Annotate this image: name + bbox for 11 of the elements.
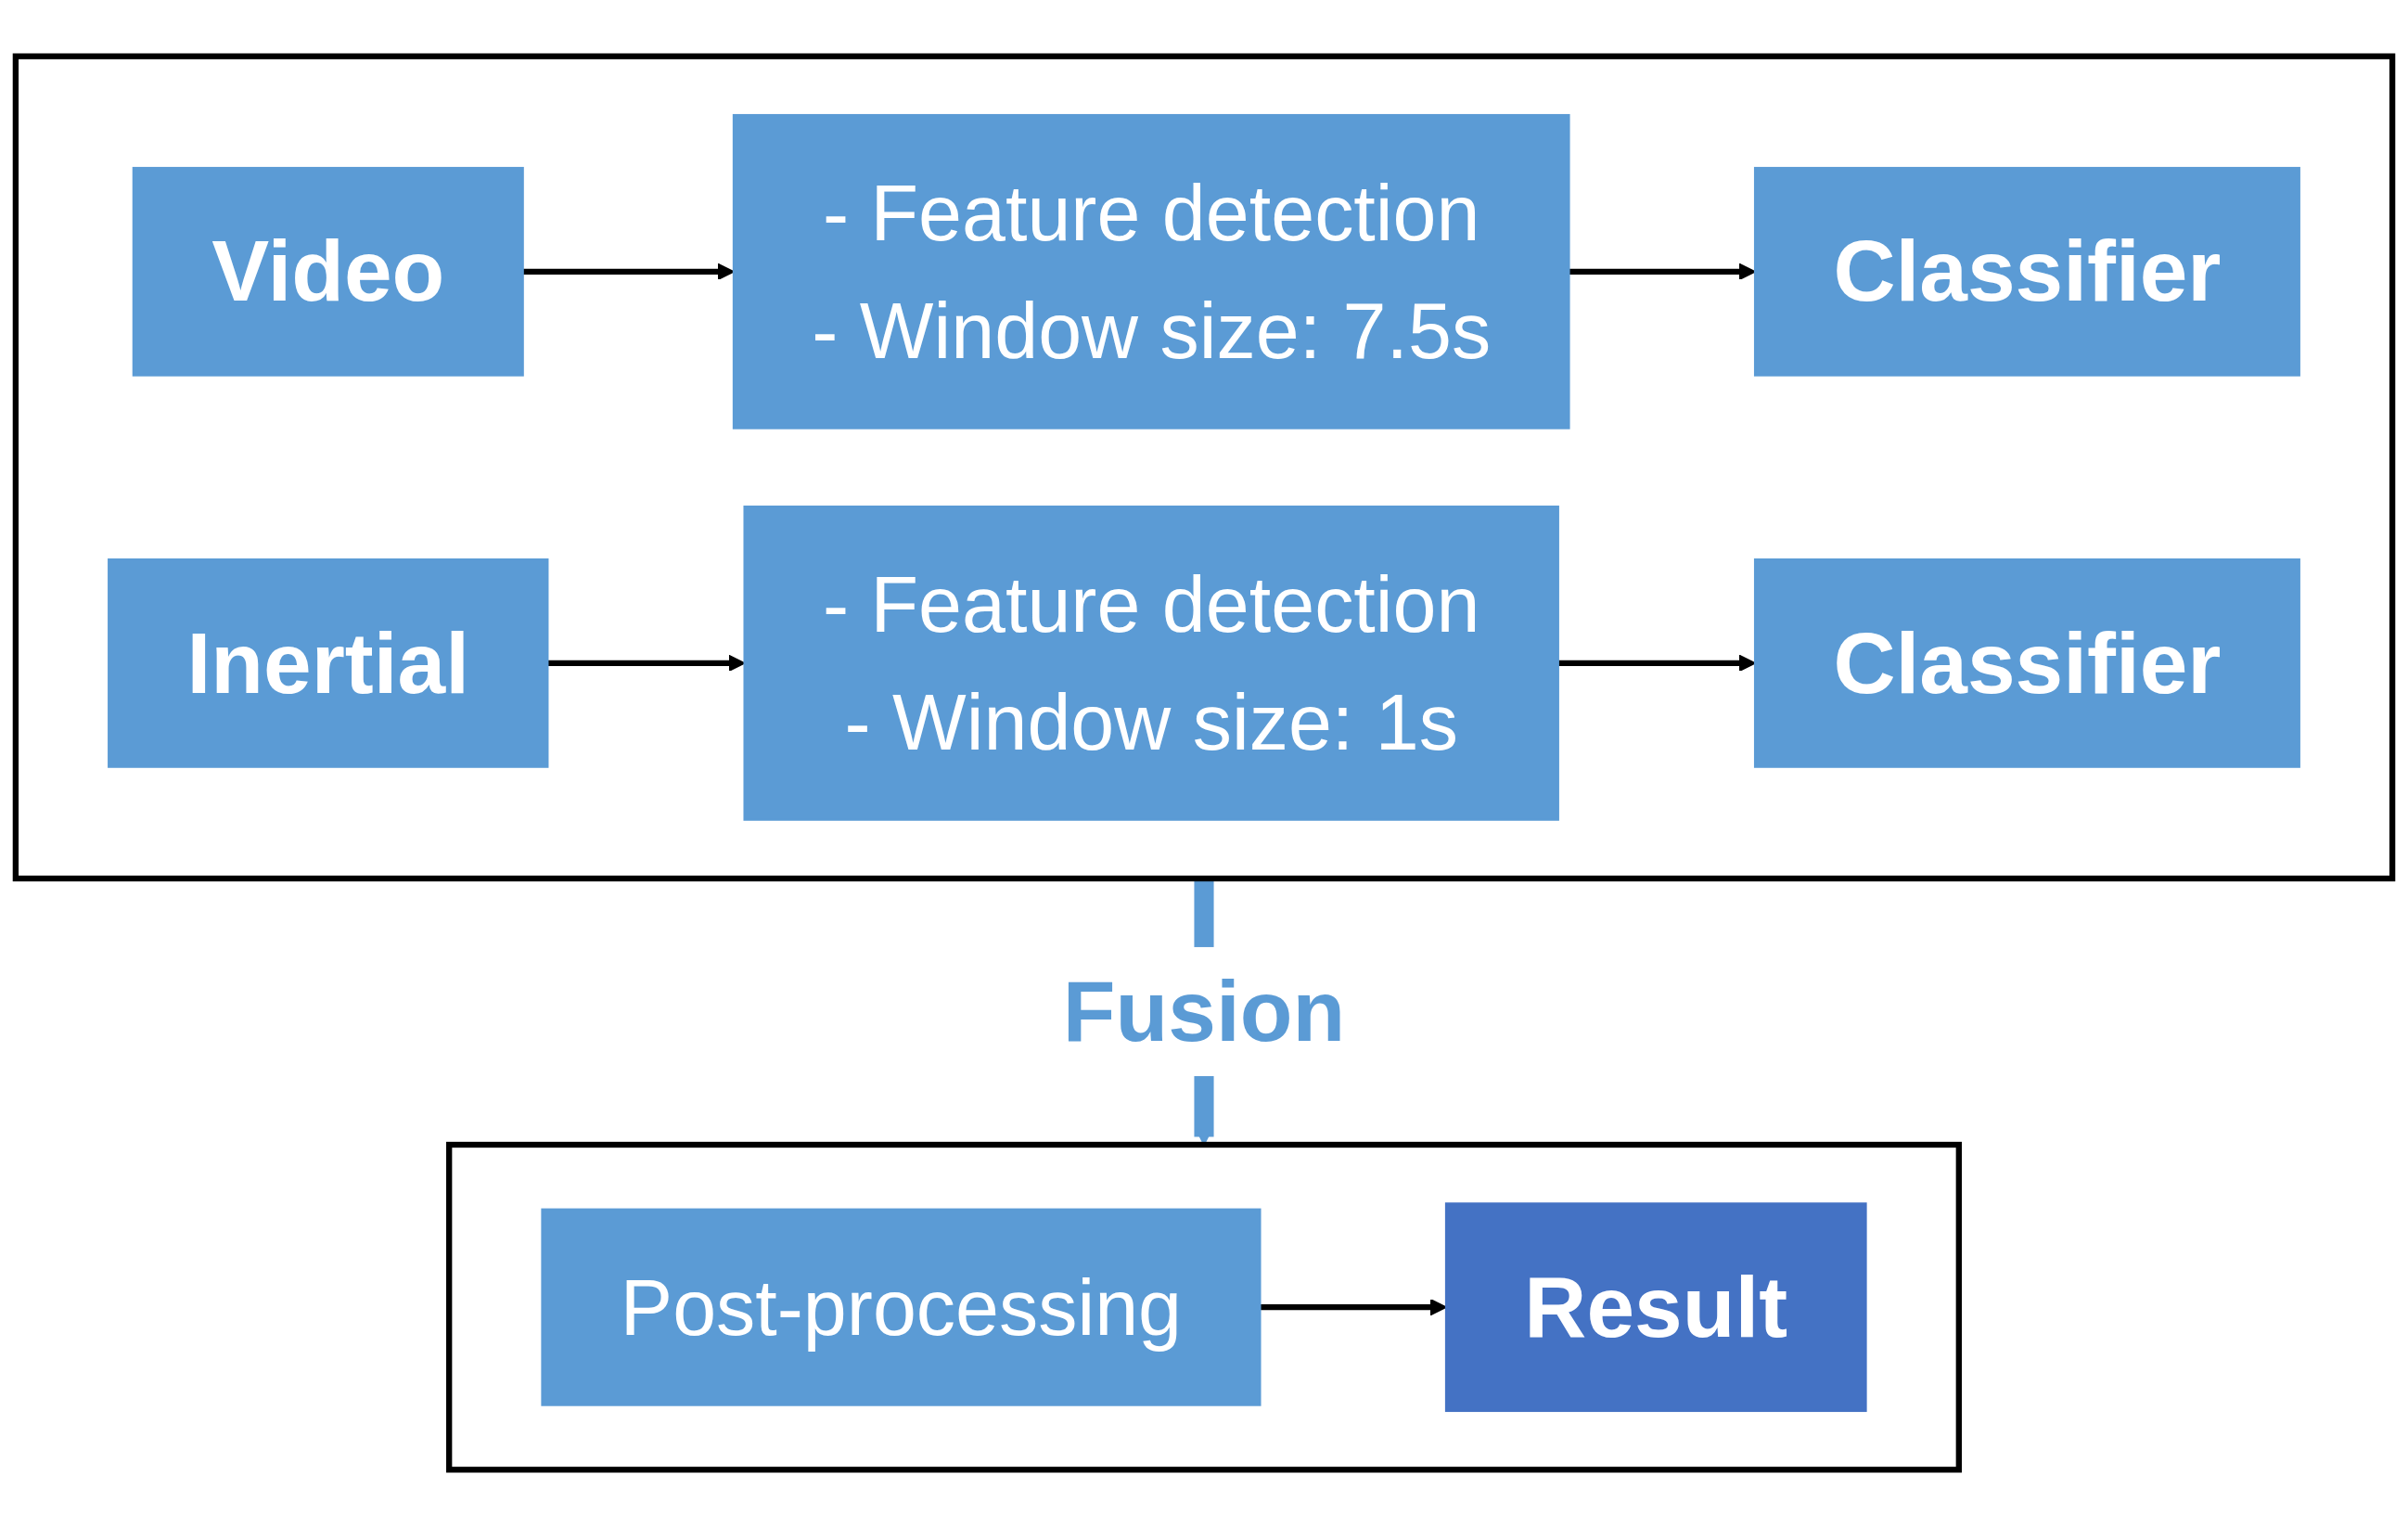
edge-label: Fusion	[1062, 962, 1346, 1059]
node-box: Video	[132, 166, 524, 377]
cluster	[446, 1141, 1962, 1473]
node-box: - Feature detection - Window size: 1s	[743, 506, 1559, 821]
node-box: Post-processing	[541, 1208, 1262, 1406]
cluster	[12, 53, 2396, 882]
node-box: Classifier	[1753, 166, 2300, 377]
node-box: Result	[1444, 1202, 1867, 1413]
node-box: - Feature detection - Window size: 7.5s	[732, 113, 1570, 430]
node-box: Inertial	[108, 558, 549, 768]
node-box: Classifier	[1753, 558, 2300, 768]
